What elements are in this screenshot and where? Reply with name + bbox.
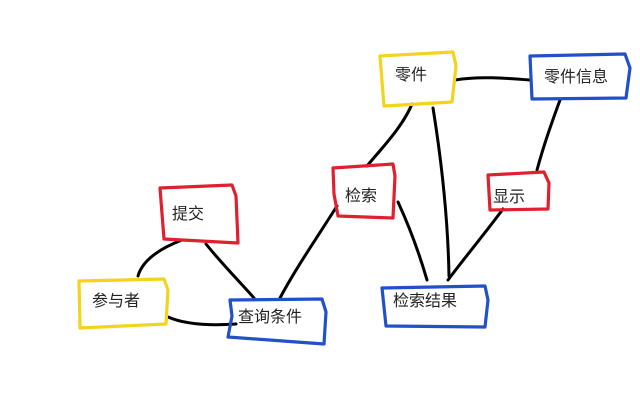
node-part[interactable]: 零件 bbox=[378, 50, 458, 108]
node-box bbox=[528, 52, 632, 101]
edge-search-part bbox=[365, 102, 414, 168]
node-label: 零件信息 bbox=[544, 67, 608, 86]
edge-submit-query-conditions bbox=[204, 242, 256, 300]
node-label: 查询条件 bbox=[238, 307, 302, 326]
node-box bbox=[226, 297, 328, 346]
node-label: 提交 bbox=[172, 204, 204, 223]
node-label: 检索 bbox=[345, 186, 377, 205]
node-box bbox=[331, 162, 397, 220]
node-label: 零件 bbox=[395, 65, 427, 84]
edge-part-info-display bbox=[535, 98, 562, 172]
node-submit[interactable]: 提交 bbox=[158, 183, 240, 245]
edge-part-part-info bbox=[453, 76, 532, 82]
node-part-info[interactable]: 零件信息 bbox=[528, 52, 632, 101]
edge-display-search-results bbox=[446, 207, 505, 282]
edge-participant-query-conditions bbox=[166, 315, 238, 327]
node-display[interactable]: 显示 bbox=[486, 170, 551, 212]
node-label: 检索结果 bbox=[393, 291, 457, 310]
edges bbox=[136, 76, 562, 327]
edge-participant-submit bbox=[136, 238, 184, 278]
node-box bbox=[77, 277, 170, 330]
edge-search-search-results bbox=[396, 200, 429, 282]
node-box bbox=[486, 170, 551, 212]
node-box bbox=[378, 50, 458, 108]
node-box bbox=[380, 284, 490, 329]
node-query-conditions[interactable]: 查询条件 bbox=[226, 297, 328, 346]
node-participant[interactable]: 参与者 bbox=[77, 277, 170, 330]
node-label: 显示 bbox=[493, 187, 525, 206]
edge-query-conditions-search bbox=[278, 204, 339, 300]
edge-part-search-results bbox=[431, 106, 451, 278]
node-box bbox=[158, 183, 240, 245]
node-label: 参与者 bbox=[92, 291, 140, 310]
node-search[interactable]: 检索 bbox=[331, 162, 397, 220]
node-search-results[interactable]: 检索结果 bbox=[380, 284, 490, 329]
